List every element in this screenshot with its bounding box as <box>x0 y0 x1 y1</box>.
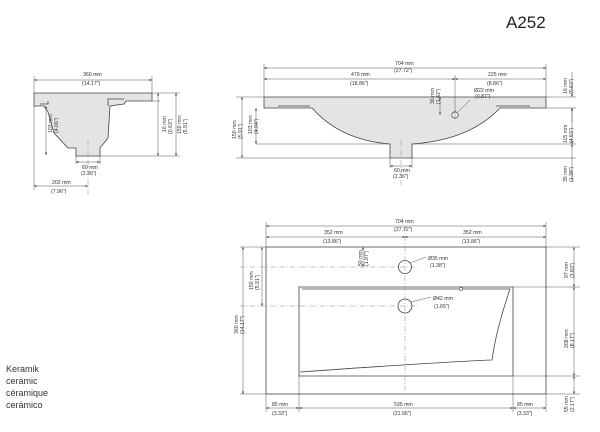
top-drain: Ø42 mm <box>433 296 453 302</box>
front-tail: 35 mm <box>563 166 569 182</box>
front-drop-in: (4.53") <box>569 127 575 143</box>
material-fr: céramique <box>6 388 48 398</box>
top-side-r-in: (3.33") <box>517 411 533 417</box>
top-drain-in: (1.65") <box>434 304 450 310</box>
top-side-l: 85 mm <box>272 402 288 408</box>
front-drain-in: (2.36") <box>393 174 409 180</box>
top-tap-in: (1.38") <box>430 263 446 269</box>
top-half-r: 352 mm <box>463 230 482 236</box>
side-height: 150 mm <box>177 115 183 134</box>
side-drain-in: (2.36") <box>81 171 97 177</box>
top-outline <box>265 246 547 395</box>
side-width: 360 mm <box>83 72 102 78</box>
material-en: ceramic <box>6 376 38 386</box>
top-front-gap: 55 mm <box>564 396 570 412</box>
front-right-in: (8.86") <box>487 81 503 87</box>
side-height-in: (5.91") <box>183 118 189 134</box>
top-depth: 360 mm <box>234 315 240 334</box>
front-drain: 60 mm <box>394 168 410 174</box>
front-left-in: (18.86") <box>350 81 369 87</box>
top-half-l: 352 mm <box>324 230 343 236</box>
side-rim: 16 mm <box>162 116 168 132</box>
top-back-in: (3.83") <box>570 262 576 278</box>
front-width-in: (27.72") <box>394 68 413 74</box>
front-bowl: 103 mm <box>248 115 254 134</box>
front-view: 704 mm (27.72") 479 mm (18.86") 225 mm (… <box>232 61 576 186</box>
front-tap-h-in: (1.42") <box>436 88 442 104</box>
side-depth: 202 mm <box>52 180 71 186</box>
side-width-in: (14.17") <box>82 81 101 87</box>
material-es: cerámico <box>6 400 43 410</box>
front-width: 704 mm <box>395 61 414 67</box>
top-half-r-in: (13.86") <box>462 239 481 245</box>
front-right: 225 mm <box>488 72 507 78</box>
front-overflow: Ø22 mm <box>474 88 494 94</box>
top-bowl-w-in: (21.06") <box>393 411 412 417</box>
material-list: Keramik ceramic céramique cerámico <box>6 364 48 410</box>
side-drain: 60 mm <box>82 165 98 171</box>
top-half-l-in: (13.86") <box>323 239 342 245</box>
top-overflow <box>459 287 463 291</box>
side-depth-in: (7.96") <box>51 189 67 195</box>
front-tail-in: (1.38") <box>569 166 575 182</box>
front-left: 479 mm <box>351 72 370 78</box>
side-bowl: 103 mm <box>48 114 54 133</box>
front-drop: 115 mm <box>563 125 569 143</box>
side-bowl-in: (4.06") <box>54 117 60 133</box>
top-width-in: (27.72") <box>394 227 413 233</box>
top-front-gap-in: (2.17") <box>570 396 576 412</box>
top-depth-in: (14.17") <box>240 315 246 334</box>
front-h: 150 mm <box>232 120 238 139</box>
side-rim-in: (0.63") <box>168 118 174 134</box>
top-tap-off-in: (1.97") <box>364 250 370 266</box>
top-bowl-d-in: (8.17") <box>570 332 576 348</box>
front-rim-in: (0.63") <box>569 78 575 94</box>
side-view: 360 mm (14.17") 103 mm (4.06") 16 mm (0.… <box>33 72 189 196</box>
top-bowl-d: 208 mm <box>564 329 570 348</box>
front-overflow-in: (0.87") <box>475 94 491 100</box>
model-title: A252 <box>506 13 546 32</box>
top-tap-off: 50 mm <box>358 250 364 266</box>
top-side-r: 85 mm <box>517 402 533 408</box>
top-side-l-in: (3.33") <box>272 411 288 417</box>
material-de: Keramik <box>6 364 40 374</box>
top-tap: Ø35 mm <box>428 256 448 262</box>
top-view: 704 mm (27.72") 352 mm (13.86") 352 mm (… <box>234 219 580 417</box>
top-width: 704 mm <box>395 219 414 225</box>
front-rim: 16 mm <box>563 78 569 94</box>
top-to-drain: 150 mm <box>249 271 255 290</box>
top-to-drain-in: (5.91") <box>255 274 261 290</box>
front-tap-h: 36 mm <box>430 88 436 104</box>
top-bowl-w: 535 mm <box>394 402 413 408</box>
front-h-in: (5.91") <box>238 123 244 139</box>
front-bowl-in: (4.04") <box>254 118 260 134</box>
top-back: 97 mm <box>564 262 570 278</box>
